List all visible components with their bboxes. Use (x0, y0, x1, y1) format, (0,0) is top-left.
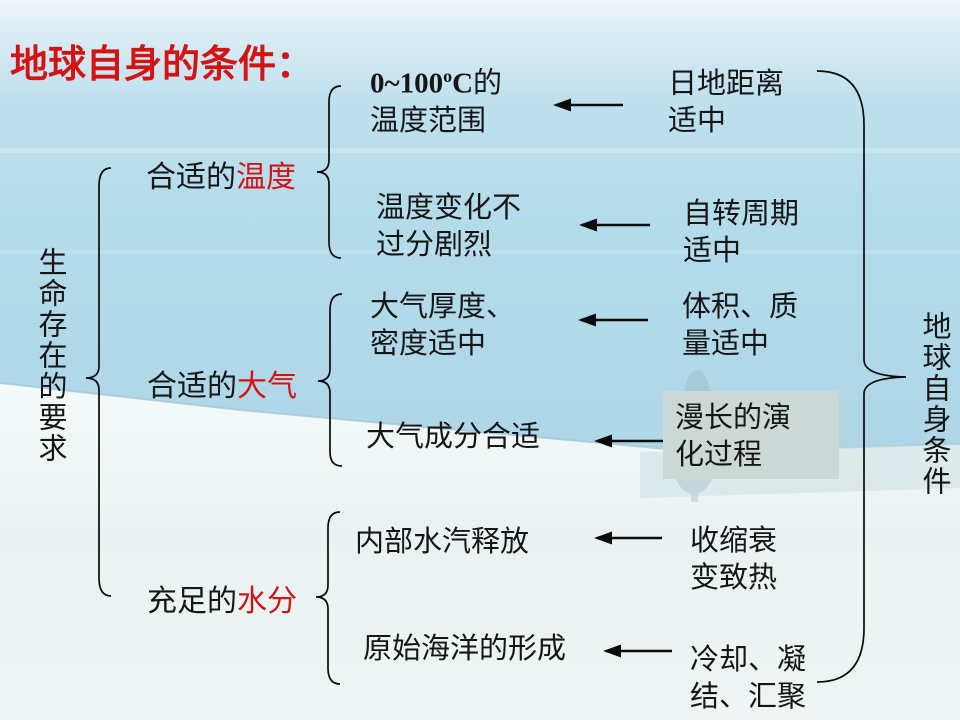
earth-conditions-label: 地球自身条件 (918, 311, 950, 497)
cloud-streak (0, 250, 960, 254)
brace-atmosphere-group (317, 293, 343, 467)
right-item-line: 收缩衰 (690, 525, 778, 557)
right-item-evolution-process: 漫长的演 化过程 (663, 391, 839, 479)
right-item-sun-distance: 日地距离 适中 (668, 66, 784, 140)
mid-item-line: 大气成分合适 (366, 421, 541, 453)
category-keyword: 大气 (237, 370, 297, 403)
right-item-line: 自转周期 (683, 198, 800, 230)
right-item-line: 变致热 (690, 562, 778, 594)
mid-item-temp-stability: 温度变化不 过分剧烈 (376, 190, 521, 264)
right-item-cooling-condensation: 冷却、凝 结、汇聚 (690, 642, 806, 716)
category-keyword: 温度 (236, 161, 296, 194)
mid-item-line: 密度适中 (370, 328, 487, 360)
degree-superscript: o (443, 66, 453, 86)
category-water: 充足的水分 (147, 585, 297, 619)
temp-range-line1: 0~100oC的 (370, 58, 502, 103)
brace-temperature-group (316, 85, 342, 259)
right-item-line: 体积、质 (682, 291, 799, 323)
category-temperature: 合适的温度 (146, 161, 296, 195)
right-item-rotation-period: 自转周期 适中 (683, 196, 799, 270)
right-item-line: 漫长的演 (675, 402, 792, 434)
life-requirement-label: 生命存在的要求 (34, 247, 66, 464)
right-item-volume-mass: 体积、质 量适中 (682, 289, 798, 363)
mid-item-line: 大气厚度、 (370, 291, 516, 323)
temp-range-line2: 温度范围 (370, 104, 487, 137)
brace-left-main (85, 167, 112, 597)
brace-right-main (816, 70, 907, 683)
right-item-line: 化过程 (675, 439, 763, 471)
right-item-line: 适中 (683, 235, 742, 267)
cloud-streak (0, 148, 960, 153)
temp-unit: C (452, 67, 474, 100)
mid-item-line: 温度变化不 (376, 192, 522, 224)
temp-range-number: 0~100 (370, 67, 444, 100)
mid-item-atmo-composition: 大气成分合适 (366, 419, 540, 456)
right-item-line: 适中 (668, 105, 727, 137)
right-item-line: 冷却、凝 (690, 644, 807, 676)
category-prefix: 合适的 (146, 161, 236, 194)
right-item-line: 日地距离 (668, 68, 785, 100)
category-keyword: 水分 (237, 585, 297, 618)
category-prefix: 充足的 (147, 585, 237, 618)
slide-title: 地球自身的条件： (10, 44, 315, 86)
mid-item-line: 内部水汽释放 (355, 526, 530, 558)
mid-item-line: 原始海洋的形成 (363, 633, 567, 665)
mid-item-water-vapor: 内部水汽释放 (355, 524, 529, 561)
mid-item-line: 过分剧烈 (376, 229, 493, 261)
category-atmosphere: 合适的大气 (147, 370, 297, 404)
right-item-contraction-heat: 收缩衰 变致热 (690, 523, 777, 597)
mid-item-atmo-thickness: 大气厚度、 密度适中 (370, 289, 515, 363)
mid-item-primitive-ocean: 原始海洋的形成 (363, 631, 566, 668)
right-item-line: 量适中 (682, 328, 770, 360)
mid-item-temp-range: 0~100oC的 温度范围 (370, 58, 502, 140)
temp-suffix: 的 (473, 67, 503, 100)
category-prefix: 合适的 (147, 370, 237, 403)
brace-water-group (315, 511, 341, 685)
right-item-line: 结、汇聚 (690, 681, 807, 713)
